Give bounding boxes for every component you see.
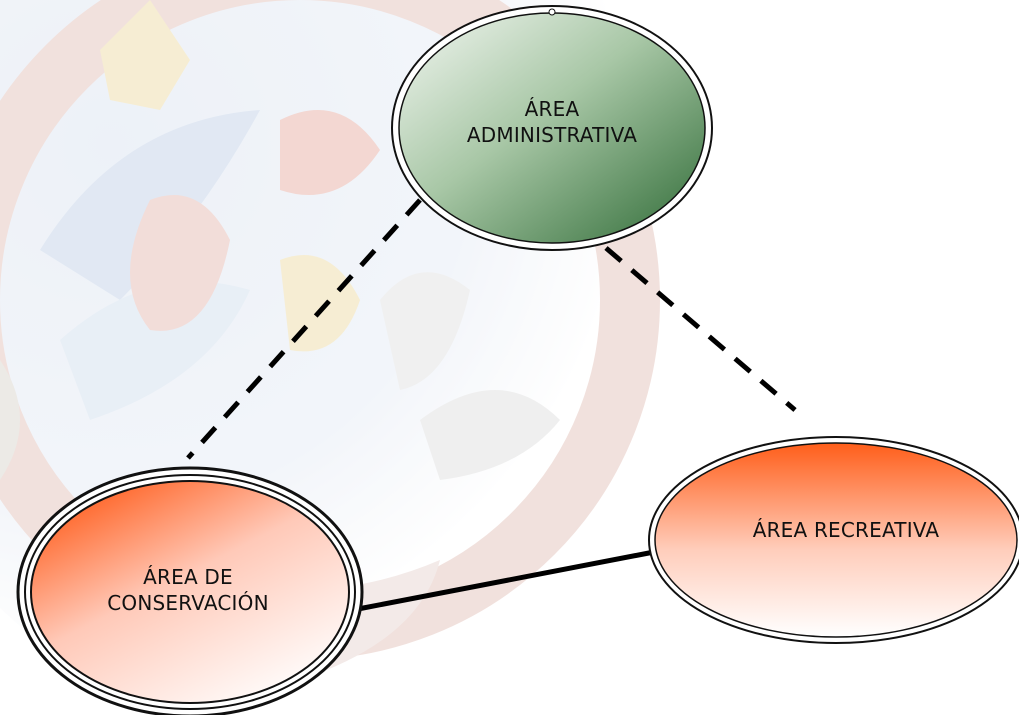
- edge-conservation-recreation: [357, 549, 655, 612]
- node-area-de-conservacion: [16, 466, 364, 715]
- node-area-administrativa: [391, 5, 713, 251]
- node-area-recreativa: [648, 436, 1019, 644]
- edge-admin-recreation: [604, 246, 797, 412]
- edge-admin-conservation: [186, 198, 422, 460]
